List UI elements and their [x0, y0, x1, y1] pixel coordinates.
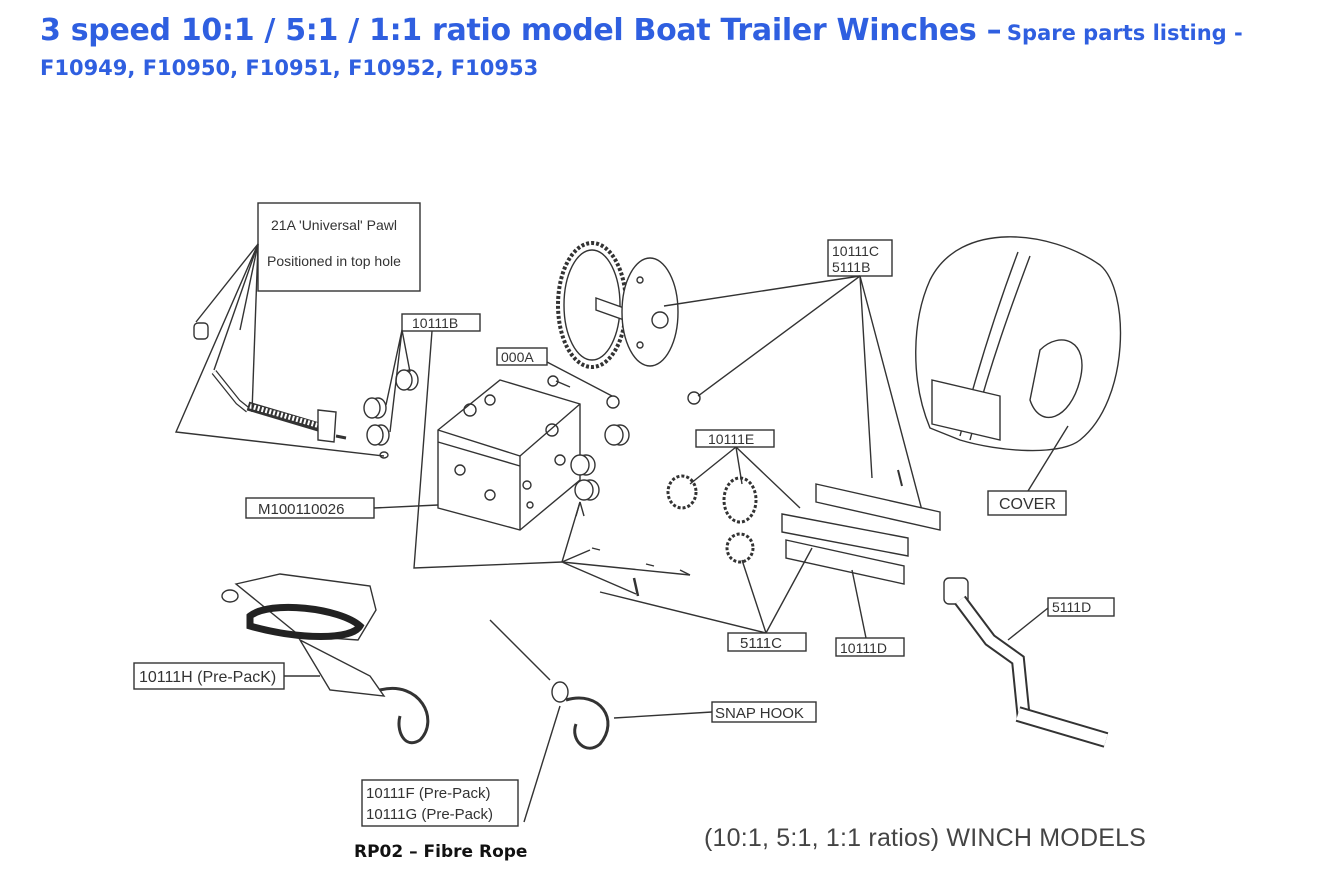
shafts-drawing	[781, 469, 941, 585]
label-10111c: 10111C	[832, 243, 879, 259]
box-10111h	[133, 662, 285, 690]
title-main: 3 speed 10:1 / 5:1 / 1:1 ratio model Boa…	[40, 13, 1002, 48]
label-10111h: 10111H (Pre-PacK)	[139, 669, 276, 686]
title-sub: Spare parts listing -	[1006, 21, 1243, 45]
label-10111d: 10111D	[840, 640, 887, 656]
pawl-callout-box	[257, 202, 421, 292]
page-title: 3 speed 10:1 / 5:1 / 1:1 ratio model Boa…	[40, 13, 1243, 79]
pinion-gears-drawing	[666, 474, 758, 564]
label-pawl-line1: 21A 'Universal' Pawl	[271, 217, 397, 233]
box-5111c	[727, 632, 807, 652]
box-10111b	[401, 313, 481, 332]
bushings-drawing	[363, 369, 419, 446]
label-10111g: 10111G (Pre-Pack)	[366, 806, 493, 823]
handle-drawing	[943, 577, 1109, 748]
rope-caption: RP02 – Fibre Rope	[354, 842, 528, 862]
box-5111d	[1047, 597, 1115, 617]
label-10111b: 10111B	[412, 315, 458, 331]
bracket-drawing	[437, 379, 581, 531]
box-000a	[496, 347, 548, 366]
label-5111c: 5111C	[740, 635, 782, 652]
label-pawl-line2: Positioned in top hole	[267, 253, 401, 269]
box-10111d	[835, 637, 905, 657]
label-cover: COVER	[999, 496, 1056, 513]
label-10111f: 10111F (Pre-Pack)	[366, 785, 491, 802]
model-numbers: F10949, F10950, F10951, F10952, F10953	[40, 56, 539, 80]
pawl-drawing	[193, 322, 389, 459]
label-10111e: 10111E	[708, 431, 754, 447]
side-bushings-drawing	[570, 395, 630, 501]
label-snap-hook: SNAP HOOK	[715, 705, 804, 722]
cover-drawing	[915, 236, 1122, 452]
label-5111d: 5111D	[1052, 599, 1091, 615]
strap-drawing	[221, 573, 430, 744]
label-m100110026: M100110026	[258, 501, 344, 518]
label-000a: 000A	[501, 349, 534, 365]
label-5111b: 5111B	[832, 259, 870, 275]
winch-models-caption: (10:1, 5:1, 1:1 ratios) WINCH MODELS	[704, 824, 1147, 852]
drum-gear-drawing	[556, 241, 679, 369]
box-10111f-g	[361, 779, 519, 827]
box-10111c-5111b	[827, 239, 893, 277]
box-cover	[987, 490, 1067, 516]
rope-hook-drawing	[489, 619, 610, 750]
